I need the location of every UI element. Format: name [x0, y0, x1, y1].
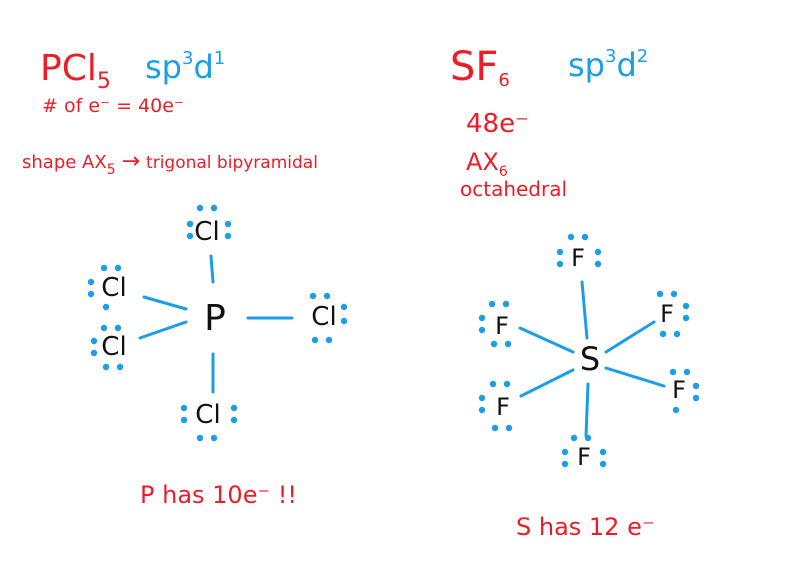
cl-atom-right: Cl [311, 302, 336, 332]
sf6-shape-name: octahedral [460, 177, 567, 201]
pcl5-formula: PCl5 [40, 48, 111, 94]
pcl5-section: PCl5 sp3d1 # of e⁻ = 40e⁻ shape AX5→trig… [22, 48, 348, 509]
pcl5-note: P has 10e⁻ !! [140, 481, 297, 509]
cl-atom-lower-left: Cl [101, 332, 126, 362]
sf6-bonds [518, 280, 666, 438]
sf6-electron-count: 48e⁻ [466, 109, 529, 139]
sf6-shape-ax: AX6 [466, 148, 508, 180]
cl-atom-upper-left: Cl [101, 273, 126, 303]
sf6-lone-pair-dots [478, 233, 700, 468]
sf6-hybridization: sp3d2 [568, 46, 648, 84]
sf6-note: S has 12 e⁻ [516, 513, 655, 541]
bond-s-f-upper-right [604, 320, 656, 354]
f-atom-bottom: F [577, 443, 591, 471]
sf6-section: SF6 sp3d2 48e⁻ AX6 octahedral S F F F F … [450, 44, 700, 541]
bond-p-cl-top [209, 254, 215, 284]
bond-s-f-bottom [584, 382, 590, 438]
pcl5-electron-count: # of e⁻ = 40e⁻ [42, 95, 184, 117]
pcl5-hybridization: sp3d1 [145, 48, 225, 86]
bond-p-cl-lower-left [138, 320, 188, 340]
center-atom-p: P [204, 298, 226, 339]
cl-atom-bottom: Cl [195, 400, 220, 430]
f-atom-upper-right: F [660, 300, 674, 328]
f-atom-top: F [571, 244, 585, 272]
f-atom-upper-left: F [495, 312, 509, 340]
bond-p-cl-upper-left [142, 295, 188, 311]
pcl5-bonds [138, 254, 294, 394]
cl-atom-top: Cl [194, 217, 219, 247]
bond-s-f-top [580, 280, 589, 340]
f-atom-lower-right: F [672, 376, 686, 404]
bond-s-f-lower-right [604, 366, 666, 388]
pcl5-shape: shape AX5→trigonal bipyramidal [22, 149, 318, 178]
center-atom-s: S [580, 340, 600, 378]
bond-s-f-lower-left [519, 368, 575, 398]
pcl5-lone-pair-dots [87, 204, 348, 442]
f-atom-lower-left: F [496, 393, 510, 421]
sf6-formula: SF6 [450, 44, 510, 91]
bond-s-f-upper-left [518, 326, 575, 354]
